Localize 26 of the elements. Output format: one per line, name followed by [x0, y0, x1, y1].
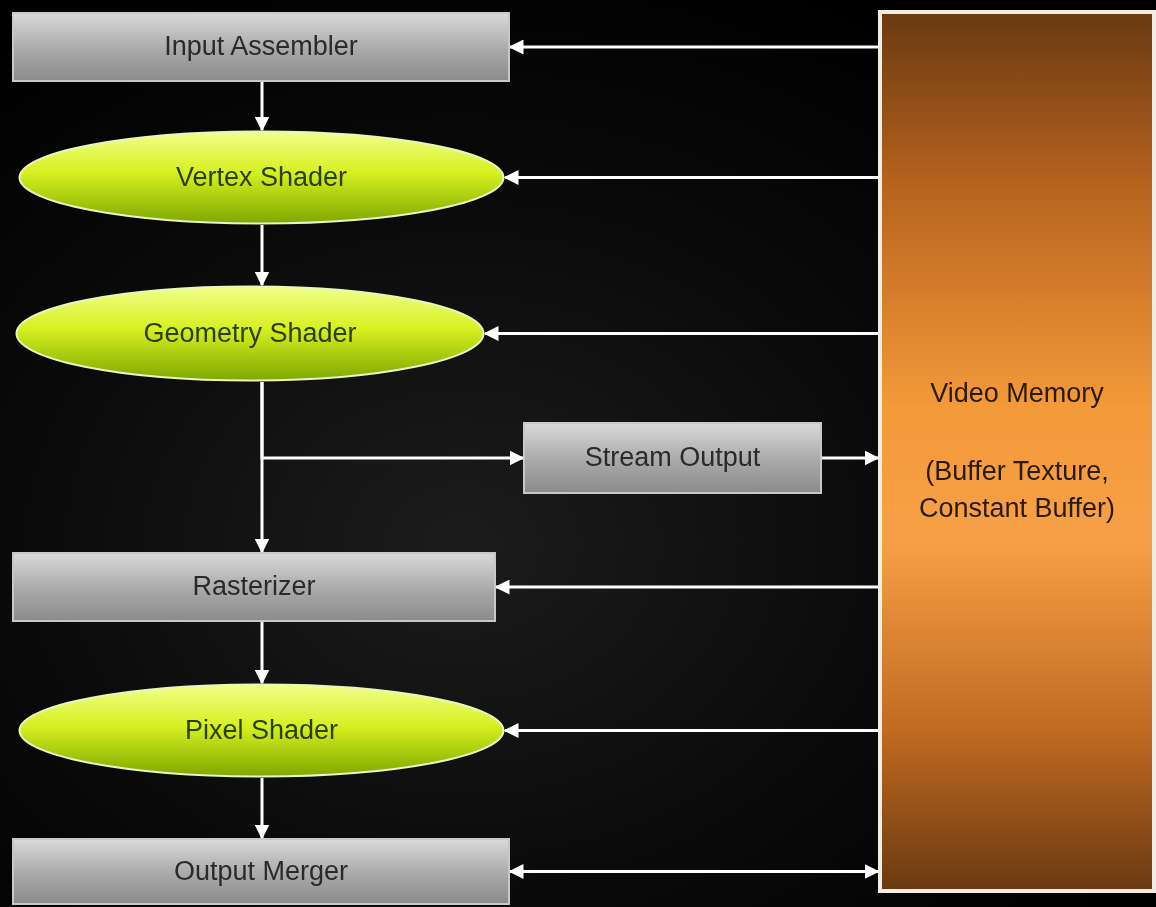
shader-ellipse	[15, 285, 485, 382]
node-label: Rasterizer	[192, 570, 316, 604]
stage-box	[12, 552, 496, 622]
arrow	[483, 326, 878, 341]
arrow	[254, 778, 270, 840]
node-label: Stream Output	[584, 441, 761, 475]
arrow	[503, 723, 878, 738]
node-label: Input Assembler	[164, 30, 358, 64]
shader-ellipse	[18, 130, 505, 225]
stage-box	[12, 838, 510, 905]
arrow	[503, 170, 878, 185]
node-label: Output Merger	[173, 854, 349, 888]
arrow	[260, 382, 525, 466]
node-label: Video Memory	[930, 376, 1104, 410]
stage-box	[12, 12, 510, 82]
arrow	[822, 450, 880, 466]
node-label: (Buffer Texture, Constant Buffer)	[917, 454, 1117, 526]
shader-ellipse	[18, 683, 505, 778]
node-label: Geometry Shader	[143, 316, 357, 350]
memory-panel	[878, 10, 1156, 893]
stage-box	[523, 422, 822, 494]
arrow	[254, 622, 270, 685]
node-label: Vertex Shader	[175, 160, 348, 194]
arrow	[254, 82, 270, 132]
arrow	[254, 225, 270, 287]
node-label: Pixel Shader	[184, 713, 339, 747]
